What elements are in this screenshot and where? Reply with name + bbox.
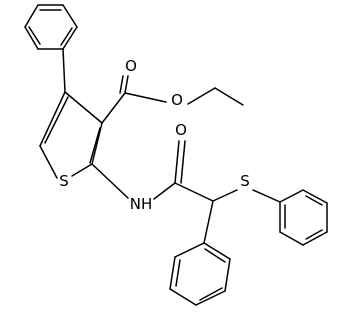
bond-line xyxy=(174,242,205,258)
bond-line xyxy=(204,248,226,263)
bond-line xyxy=(91,163,129,199)
bond-line xyxy=(252,189,281,203)
bond-line xyxy=(153,182,176,200)
atom-label-ester-ether-o: O xyxy=(171,91,183,109)
bond-lines xyxy=(24,4,328,306)
bond-line xyxy=(39,145,58,179)
bond-line xyxy=(180,140,186,184)
atom-label-ring-s: S xyxy=(59,172,69,190)
bond-line xyxy=(169,256,176,290)
bond-line xyxy=(91,122,103,165)
bond-line xyxy=(305,195,323,206)
bond-line xyxy=(174,140,180,184)
bond-line xyxy=(195,290,226,306)
bond-line xyxy=(175,259,181,287)
bond-line xyxy=(71,163,93,177)
bond-line xyxy=(169,288,197,306)
bond-line xyxy=(212,189,238,202)
bond-line xyxy=(302,231,328,246)
bond-line xyxy=(24,26,39,50)
bond-line xyxy=(24,4,39,28)
bond-line xyxy=(214,87,244,106)
bond-line xyxy=(89,127,101,164)
atom-label-ester-carbonyl-o: O xyxy=(125,57,137,75)
bond-line xyxy=(60,27,73,46)
bond-line xyxy=(62,26,78,50)
bond-line xyxy=(119,75,124,94)
bond-line xyxy=(124,75,129,94)
bond-line xyxy=(203,242,231,260)
bond-line xyxy=(174,182,214,202)
bond-line xyxy=(39,91,66,147)
bond-line xyxy=(28,26,41,45)
bond-line xyxy=(302,189,328,204)
bond-line xyxy=(305,229,323,240)
atom-label-amide-o: O xyxy=(175,121,187,139)
bond-line xyxy=(44,96,69,144)
bond-line xyxy=(199,287,223,301)
atom-label-thioether-s: S xyxy=(240,172,250,190)
bond-line xyxy=(187,87,216,105)
bond-line xyxy=(124,92,167,103)
bond-line xyxy=(62,4,78,28)
bond-line xyxy=(224,258,231,292)
bond-line xyxy=(203,200,214,244)
bond-line xyxy=(279,231,304,246)
bond-line xyxy=(101,92,126,124)
bond-line xyxy=(62,48,66,93)
bond-line xyxy=(279,189,304,203)
bond-line xyxy=(64,91,103,124)
atom-label-amide-nh: NH xyxy=(130,195,153,213)
